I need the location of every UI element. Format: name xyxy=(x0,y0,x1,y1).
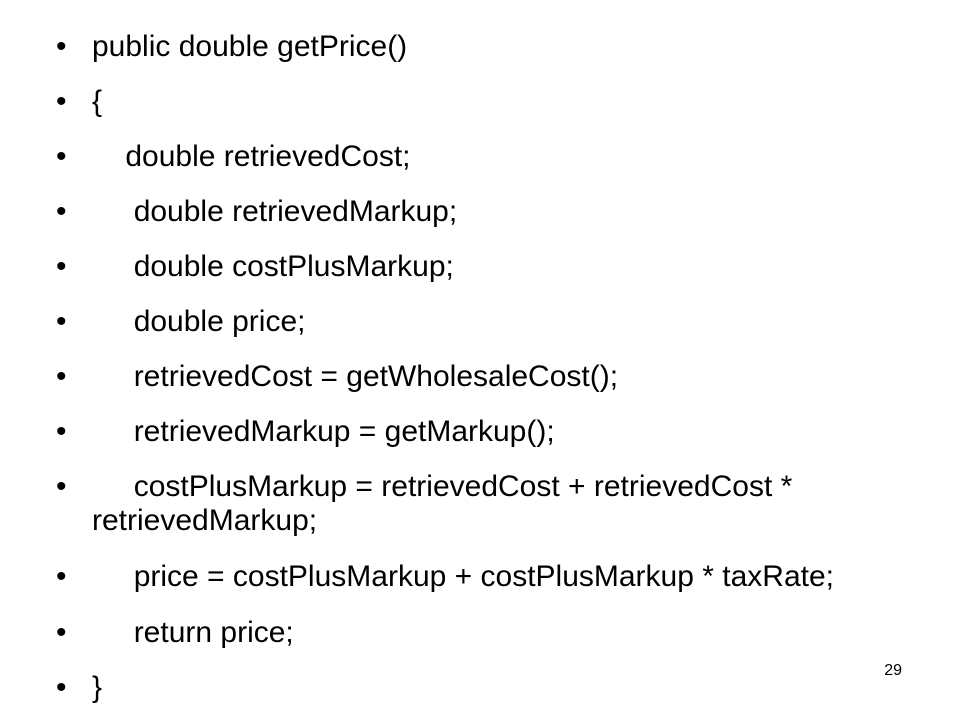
list-item: • return price; xyxy=(54,616,904,650)
code-line: public double getPrice() xyxy=(92,30,408,63)
list-item: • public double getPrice() xyxy=(54,30,904,64)
code-line: } xyxy=(92,671,103,704)
bullet-icon: • xyxy=(56,30,67,63)
code-line: double price; xyxy=(92,305,306,338)
list-item: • double retrievedMarkup; xyxy=(54,195,904,229)
list-item: • retrievedCost = getWholesaleCost(); xyxy=(54,360,904,394)
bullet-icon: • xyxy=(56,470,67,503)
code-bullet-list: • public double getPrice() • { • double … xyxy=(54,30,904,720)
list-item: • } xyxy=(54,671,904,705)
page-number: 29 xyxy=(884,662,902,679)
bullet-icon: • xyxy=(56,415,67,448)
code-line: return price; xyxy=(92,616,294,649)
code-line: costPlusMarkup = retrievedCost + retriev… xyxy=(92,470,801,537)
bullet-icon: • xyxy=(56,250,67,283)
bullet-icon: • xyxy=(56,616,67,649)
code-line: retrievedMarkup = getMarkup(); xyxy=(92,415,555,448)
code-line: { xyxy=(92,85,103,118)
bullet-icon: • xyxy=(56,560,67,593)
code-line: double costPlusMarkup; xyxy=(92,250,454,283)
code-line: double retrievedMarkup; xyxy=(92,195,458,228)
bullet-icon: • xyxy=(56,360,67,393)
bullet-icon: • xyxy=(56,85,67,118)
bullet-icon: • xyxy=(56,671,67,704)
list-item: • double retrievedCost; xyxy=(54,140,904,174)
list-item: • costPlusMarkup = retrievedCost + retri… xyxy=(54,470,904,538)
list-item: • double costPlusMarkup; xyxy=(54,250,904,284)
code-line: retrievedCost = getWholesaleCost(); xyxy=(92,360,619,393)
list-item: • price = costPlusMarkup + costPlusMarku… xyxy=(54,560,904,594)
list-item: • double price; xyxy=(54,305,904,339)
bullet-icon: • xyxy=(56,305,67,338)
code-line: price = costPlusMarkup + costPlusMarkup … xyxy=(92,560,834,593)
bullet-icon: • xyxy=(56,140,67,173)
code-line: double retrievedCost; xyxy=(92,140,411,173)
bullet-icon: • xyxy=(56,195,67,228)
list-item: • { xyxy=(54,85,904,119)
list-item: • retrievedMarkup = getMarkup(); xyxy=(54,415,904,449)
